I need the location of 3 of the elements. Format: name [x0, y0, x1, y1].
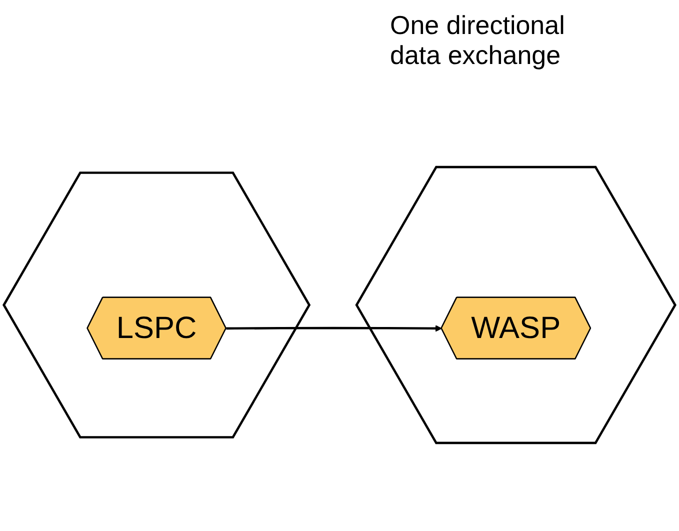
- hexagon-node: WASP: [440, 296, 592, 360]
- note-text: One directional data exchange: [390, 10, 566, 70]
- arrow: [226, 325, 442, 332]
